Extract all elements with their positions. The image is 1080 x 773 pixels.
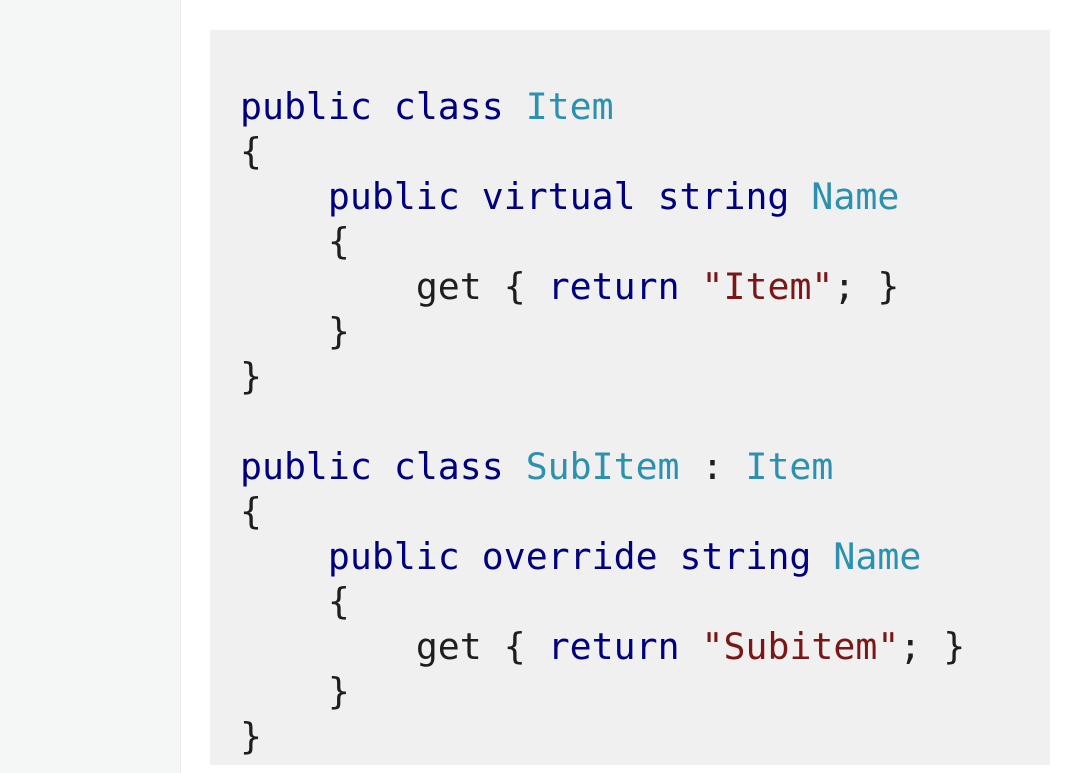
code-line: }: [240, 309, 1050, 354]
code-block[interactable]: public class Item{ public virtual string…: [210, 30, 1050, 765]
type-token: Name: [833, 535, 922, 578]
code-line: public override string Name: [240, 534, 1050, 579]
code-line: {: [240, 219, 1050, 264]
keyword-token: public: [240, 85, 372, 128]
code-line: public class SubItem : Item: [240, 444, 1050, 489]
keyword-token: public: [240, 445, 372, 488]
code-line: {: [240, 579, 1050, 624]
code-line: get { return "Item"; }: [240, 264, 1050, 309]
punctuation-token: }: [877, 265, 900, 308]
keyword-token: public: [327, 175, 460, 218]
type-token: SubItem: [525, 445, 680, 488]
keyword-token: class: [393, 85, 504, 128]
punctuation-token: ;: [899, 625, 922, 668]
type-token: Item: [525, 85, 614, 128]
keyword-token: class: [393, 445, 504, 488]
keyword-token: string: [657, 175, 790, 218]
punctuation-token: ;: [833, 265, 856, 308]
code-listing[interactable]: public class Item{ public virtual string…: [240, 84, 1050, 759]
code-line: [240, 399, 1050, 444]
code-line: }: [240, 714, 1050, 759]
code-line: {: [240, 129, 1050, 174]
punctuation-token: }: [943, 625, 966, 668]
code-line: get { return "Subitem"; }: [240, 624, 1050, 669]
identifier-token: get: [415, 265, 482, 308]
code-line: }: [240, 354, 1050, 399]
keyword-token: virtual: [481, 175, 636, 218]
punctuation-token: {: [240, 490, 262, 533]
left-sidebar: [0, 0, 181, 773]
code-line: {: [240, 489, 1050, 534]
punctuation-token: {: [503, 625, 526, 668]
string-token: "Item": [701, 265, 834, 308]
punctuation-token: {: [327, 220, 350, 263]
punctuation-token: }: [240, 715, 262, 758]
punctuation-token: {: [240, 130, 262, 173]
keyword-token: public: [327, 535, 460, 578]
keyword-token: return: [547, 625, 680, 668]
punctuation-token: :: [701, 445, 724, 488]
punctuation-token: }: [240, 355, 262, 398]
identifier-token: get: [415, 625, 482, 668]
code-line: public class Item: [240, 84, 1050, 129]
type-token: Name: [811, 175, 900, 218]
punctuation-token: }: [327, 670, 350, 713]
punctuation-token: {: [327, 580, 350, 623]
keyword-token: return: [547, 265, 680, 308]
keyword-token: override: [481, 535, 658, 578]
type-token: Item: [745, 445, 834, 488]
punctuation-token: {: [503, 265, 526, 308]
code-line: public virtual string Name: [240, 174, 1050, 219]
code-line: }: [240, 669, 1050, 714]
keyword-token: string: [679, 535, 812, 578]
punctuation-token: }: [327, 310, 350, 353]
string-token: "Subitem": [701, 625, 900, 668]
